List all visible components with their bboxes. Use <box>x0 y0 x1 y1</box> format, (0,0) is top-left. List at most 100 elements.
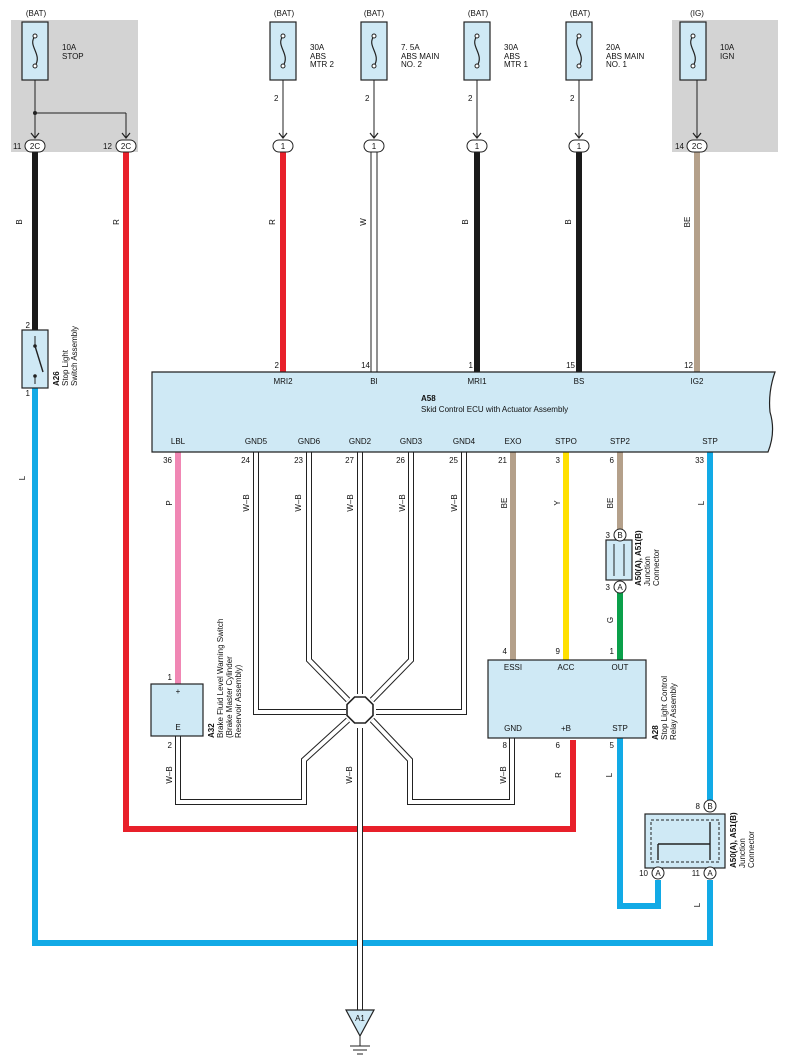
connector-2c-label: 2C <box>692 142 702 151</box>
wire-gnd4 <box>376 452 467 715</box>
junction-large-box <box>644 813 726 869</box>
wire-color-label: W–B <box>165 766 174 783</box>
ecu-pin: 23 <box>294 456 303 465</box>
connector-1-label: 1 <box>281 142 286 151</box>
relay-label: ESSI <box>504 663 522 672</box>
arrow-icon <box>472 132 482 139</box>
splice-dot-icon <box>33 111 37 115</box>
junction-pin-a-label: A <box>655 869 661 878</box>
ecu-pin-label: BI <box>370 377 378 386</box>
terminal-icon <box>280 63 286 69</box>
ecu-pin-label: GND2 <box>349 437 372 446</box>
pin-label: 2 <box>168 741 173 750</box>
junction-large-name: Junction <box>738 838 747 868</box>
source-label: (BAT) <box>274 9 295 18</box>
terminal-icon <box>690 33 696 39</box>
connector-1 <box>272 139 294 153</box>
ecu-pin: 33 <box>695 456 704 465</box>
pin-label: 3 <box>606 531 611 540</box>
wire-gnd4-inner <box>376 452 466 714</box>
pin-label: 4 <box>503 647 508 656</box>
fuse-name-label: IGN <box>720 52 734 61</box>
terminal-icon <box>371 33 377 39</box>
fuse-name-label: MTR 1 <box>504 60 529 69</box>
arrow-icon <box>30 132 40 139</box>
stop-switch-name: Stop Light <box>61 349 70 386</box>
fuse-amp-label: 20A <box>606 43 621 52</box>
pin-label: 9 <box>556 647 561 656</box>
ecu-pin: 1 <box>469 361 474 370</box>
source-label: (BAT) <box>364 9 385 18</box>
wire-brake-gnd-inner <box>176 718 350 804</box>
fuse-amp-label: 7. 5A <box>401 43 420 52</box>
junction-pin-b <box>703 799 717 813</box>
wire-blue-left <box>32 388 713 946</box>
terminal-icon <box>32 63 38 69</box>
ecu-pin: 6 <box>610 456 615 465</box>
ecu-pin-label: STP <box>702 437 718 446</box>
fuse-element-icon <box>474 35 480 67</box>
terminal-icon <box>33 344 37 348</box>
ecu-pin: 2 <box>275 361 280 370</box>
brake-switch-box <box>150 683 204 737</box>
junction-pin-a <box>651 866 665 880</box>
wire-color-label: W–B <box>346 494 355 511</box>
pin-label: 8 <box>503 741 508 750</box>
fuse-name-label: ABS MAIN <box>606 52 644 61</box>
connector-1-label: 1 <box>372 142 377 151</box>
wire-color-label: BE <box>500 498 509 509</box>
wire-color-label: G <box>606 617 615 623</box>
junction-pin-a <box>703 866 717 880</box>
terminal-icon <box>576 63 582 69</box>
fuse-name-label: ABS MAIN <box>401 52 439 61</box>
wire-color-label: B <box>15 219 24 224</box>
wire-gnd6-inner <box>307 452 350 702</box>
fuse-name-label: NO. 1 <box>606 60 627 69</box>
brake-switch-name: (Brake Master Cylinder <box>225 656 234 738</box>
relay-label: OUT <box>612 663 629 672</box>
fuse-name-label: MTR 2 <box>310 60 335 69</box>
junction-pin-b <box>613 528 627 542</box>
terminal-icon <box>576 33 582 39</box>
pin-label: 11 <box>692 869 701 878</box>
terminal-icon <box>33 374 37 378</box>
pin-label: 3 <box>606 583 611 592</box>
switch-blade-icon <box>34 345 44 373</box>
wire-gnd5-inner <box>254 452 346 714</box>
wire-color-label: BE <box>683 217 692 228</box>
wire-red-12 <box>123 152 576 832</box>
ecu-pin-label: MRI1 <box>467 377 487 386</box>
pin-label: 1 <box>610 647 615 656</box>
pin-label: 2 <box>468 94 473 103</box>
fuse-element-icon <box>32 35 38 67</box>
wire-gnd5 <box>253 452 346 715</box>
pin-label: 6 <box>556 741 561 750</box>
brake-e-label: E <box>175 723 180 732</box>
connector-1 <box>466 139 488 153</box>
relay-code: A28 <box>651 725 660 740</box>
fuse-element-icon <box>690 35 696 67</box>
relay-label: GND <box>504 724 522 733</box>
ecu-pin: 14 <box>361 361 370 370</box>
terminal-icon <box>474 63 480 69</box>
pin-label: 11 <box>13 142 22 151</box>
brake-switch-name: Reservoir Assembly) <box>234 664 243 738</box>
wire-color-label: B <box>564 219 573 224</box>
wire-gnd3 <box>369 452 414 703</box>
source-label: (BAT) <box>468 9 489 18</box>
wire-color-label: BE <box>606 498 615 509</box>
terminal-icon <box>32 33 38 39</box>
junction-pin-a <box>613 580 627 594</box>
ecu-pin: 24 <box>241 456 250 465</box>
connector-2c <box>115 139 137 153</box>
relay-name: Stop Light Control <box>660 676 669 740</box>
ecu-pin: 21 <box>498 456 507 465</box>
relay-label: ACC <box>558 663 575 672</box>
pin-label: 1 <box>26 389 31 398</box>
ecu-pin: 3 <box>556 456 561 465</box>
connector-2c <box>24 139 46 153</box>
brake-plus-label: + <box>176 687 181 696</box>
wire-relay-gnd-inner <box>370 718 514 804</box>
junction-small-name: Junction <box>643 556 652 586</box>
